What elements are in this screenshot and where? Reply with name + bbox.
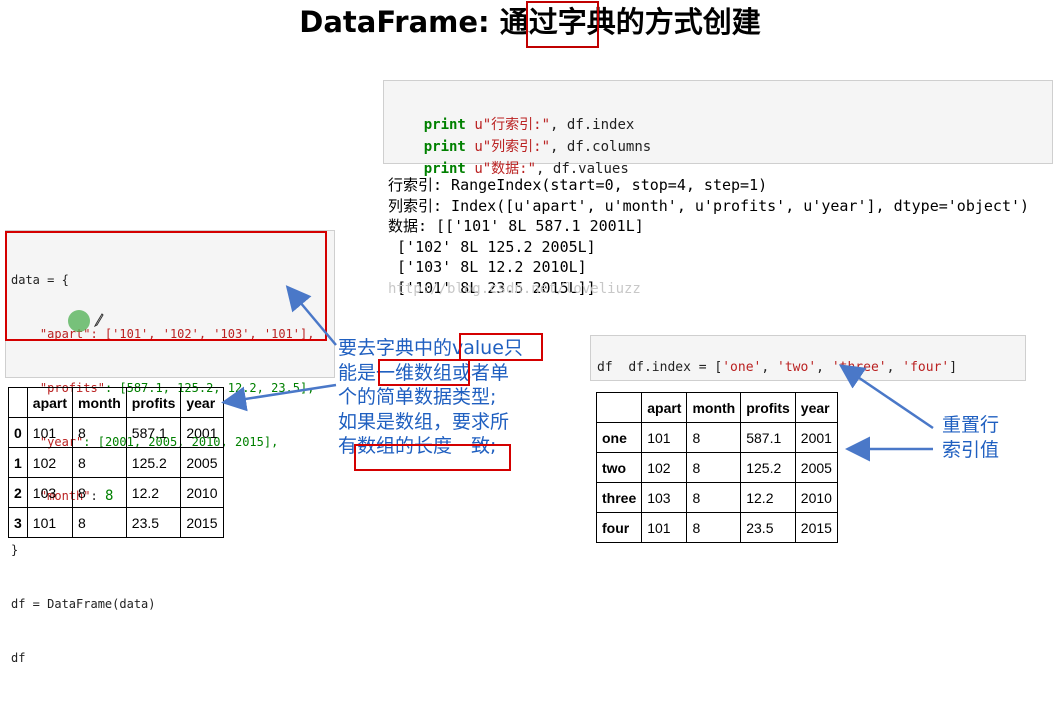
code-text: : ['101', '102', '103', '101'], (90, 327, 315, 341)
table-header-cell: year (794, 392, 838, 423)
arrow-to-left-table (221, 383, 337, 412)
row-index-cell: three (595, 482, 643, 513)
table-cell: 2015 (180, 507, 224, 538)
string-literal: u"行索引:" (474, 117, 551, 133)
code-line: print u"列索引:", df.columns (390, 114, 651, 180)
output-line: 数据: [['101' 8L 587.1 2001L] (388, 217, 644, 235)
annotation-arrows (221, 285, 934, 462)
cursor-dot-icon (68, 310, 90, 332)
code-line: df (11, 651, 26, 665)
table-cell: 8 (72, 507, 127, 538)
slide-title: DataFrame: 通过字典的方式创建 (299, 5, 761, 39)
dataframe-table-left: apart month profits year 0 101 8 587.1 2… (8, 387, 224, 538)
string-literal: u"列索引:" (474, 139, 551, 155)
code-line: df = DataFrame(data) (11, 597, 156, 611)
output-line: ['103' 8L 12.2 2010L] (388, 258, 587, 276)
table-cell: 125.2 (125, 447, 182, 478)
output-line: ['102' 8L 125.2 2005L] (388, 237, 596, 256)
table-row: 0 101 8 587.1 2001 (8, 417, 224, 448)
index-code-cell[interactable]: df.index = ['one', 'two', 'three', 'four… (590, 335, 1026, 381)
data-code-cell[interactable]: data = { "apart": ['101', '102', '103', … (5, 230, 335, 665)
table-cell: 8 (72, 447, 127, 478)
output-line: 行索引: RangeIndex(start=0, stop=4, step=1) (388, 176, 768, 194)
arrow-to-dict (285, 285, 337, 346)
table-row: two 102 8 125.2 2005 (595, 452, 838, 483)
output-line: ['101' 8L 23.5 2015L]] (388, 278, 596, 297)
annotation-line: 如果是数组，要求所 (338, 410, 510, 433)
row-index-cell: four (595, 512, 643, 543)
table-cell: 23.5 (125, 507, 182, 538)
dict-highlight-box (5, 231, 327, 341)
code-text: df.index = [ (628, 360, 723, 375)
table-cell: 587.1 (125, 417, 182, 448)
table-header-cell: month (72, 387, 127, 418)
table-cell: 587.1 (740, 422, 796, 453)
value-highlight-box (459, 333, 543, 361)
code-text: , df.index (550, 117, 635, 133)
string-literal: 'four' (902, 360, 950, 375)
dataframe-table-right: apart month profits year one 101 8 587.1… (595, 392, 838, 543)
annotation-left: 要去字典中的value只 能是一维数组或者单 个的简单数据类型; 如果是数组，要… (338, 336, 523, 459)
table-cell: 102 (26, 447, 74, 478)
watermark: http://blog.csdn.net/loveliuzz (388, 281, 641, 297)
annotation-line: 个的简单数据类型; (338, 386, 497, 408)
keyword: print (423, 161, 466, 177)
table-cell: 2001 (794, 422, 838, 453)
table-cell: 8 (686, 452, 742, 483)
table-cell: 23.5 (740, 512, 796, 543)
print-code-cell[interactable]: print u"行索引:", df.index print u"列索引:", d… (383, 80, 1053, 177)
table-cell: 2010 (794, 482, 838, 513)
table-cell: 103 (26, 477, 74, 508)
table-cell: 12.2 (125, 477, 182, 508)
table-row: 1 102 8 125.2 2005 (8, 447, 224, 478)
1d-array-highlight-box (378, 359, 470, 386)
table-cell: 8 (686, 512, 742, 543)
code-line: df (597, 360, 613, 375)
table-cell: 2010 (180, 477, 224, 508)
code-line: data = { (11, 273, 69, 287)
annotation-line: 重置行 (942, 414, 1000, 436)
code-line: print u"数据:", df.values (390, 136, 629, 202)
table-header-cell: apart (26, 387, 74, 418)
string-literal: u"数据:" (474, 161, 537, 177)
table-row: four 101 8 23.5 2015 (595, 512, 838, 543)
table-cell: 2015 (794, 512, 838, 543)
keyword: print (423, 117, 466, 133)
code-line: } (11, 543, 19, 557)
code-line: df.index = ['one', 'two', 'three', 'four… (628, 360, 958, 375)
table-cell: 8 (686, 482, 742, 513)
table-cell: 102 (641, 452, 688, 483)
table-row: three 103 8 12.2 2010 (595, 482, 838, 513)
annotation-right: 重置行 索引值 (942, 413, 999, 462)
code-text: ] (949, 360, 958, 375)
arrow-to-index-code (838, 364, 934, 430)
code-line: "apart": ['101', '102', '103', '101'], (11, 325, 315, 343)
table-cell: 12.2 (740, 482, 796, 513)
print-output: 行索引: RangeIndex(start=0, stop=4, step=1)… (388, 175, 1029, 298)
title-highlight-box (526, 1, 599, 48)
table-header-cell: profits (740, 392, 796, 423)
annotation-line: 索引值 (942, 438, 1000, 461)
table-cell: 101 (26, 507, 74, 538)
output-line: 列索引: Index([u'apart', u'month', u'profit… (388, 196, 1030, 215)
annotation-line: 有数组的长度一致; (338, 435, 497, 457)
table-row: 3 101 8 23.5 2015 (8, 507, 224, 538)
array-length-highlight-box (354, 444, 511, 471)
string-literal: 'one' (722, 360, 762, 375)
table-row: 2 103 8 12.2 2010 (8, 477, 224, 508)
keyword: print (423, 139, 466, 155)
pen-cursor-icon (93, 312, 104, 328)
table-cell: 101 (641, 512, 688, 543)
string-literal: 'two' (777, 360, 817, 375)
table-cell: 103 (641, 482, 688, 513)
table-header-cell: month (686, 392, 742, 423)
annotation-line: 能是一维数组或者单 (338, 361, 510, 384)
code-text: , df.columns (550, 139, 652, 155)
code-line: print u"行索引:", df.index (390, 92, 635, 158)
annotation-line: 要去字典中的value只 (338, 337, 523, 359)
code-text: , df.values (536, 161, 629, 177)
table-cell: 2001 (180, 417, 224, 448)
table-header-cell (595, 392, 643, 423)
table-cell: 8 (686, 422, 742, 453)
